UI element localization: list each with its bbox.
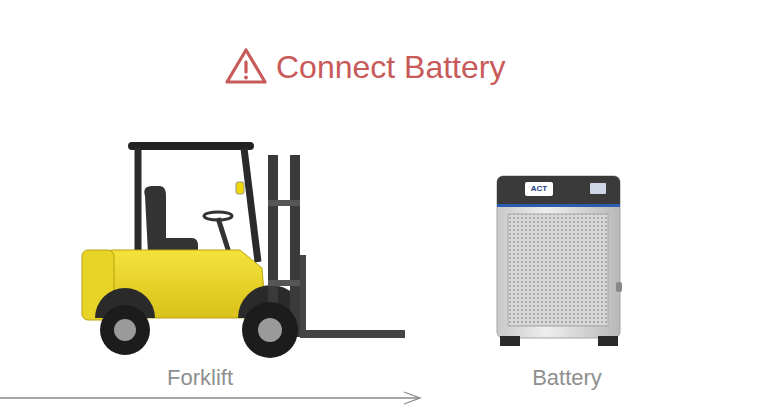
- battery-illustration: [497, 176, 622, 346]
- part-label: Battery: [532, 365, 602, 390]
- warning-icon: [227, 50, 265, 82]
- direction-arrow: [0, 392, 420, 404]
- title: Connect Battery: [276, 49, 505, 86]
- logo-text: ACT: [531, 184, 547, 193]
- forklift-illustration: [82, 146, 405, 358]
- part-label: Forklift: [167, 365, 233, 390]
